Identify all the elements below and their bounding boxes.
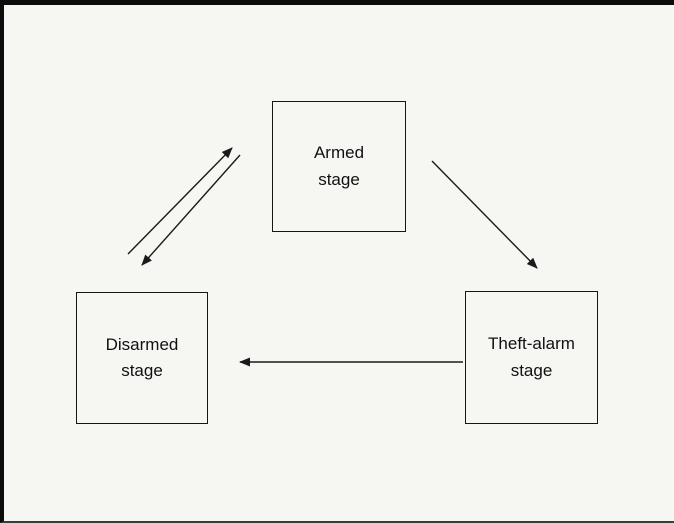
node-armed-stage-label: Armed stage [313, 143, 365, 189]
node-disarmed-stage: Disarmed stage [76, 292, 208, 424]
node-theft-alarm-stage-label: Theft-alarm stage [488, 334, 575, 380]
node-armed-stage: Armed stage [272, 101, 406, 232]
edge-armed-to-disarmed-arrow [141, 154, 241, 266]
node-theft-alarm-stage: Theft-alarm stage [465, 291, 598, 424]
node-disarmed-stage-label: Disarmed stage [105, 334, 179, 380]
edge-disarmed-to-armed-arrow [127, 147, 233, 255]
edges-layer [127, 147, 538, 367]
edge-armed-to-theft-alarm-arrow [431, 160, 538, 269]
